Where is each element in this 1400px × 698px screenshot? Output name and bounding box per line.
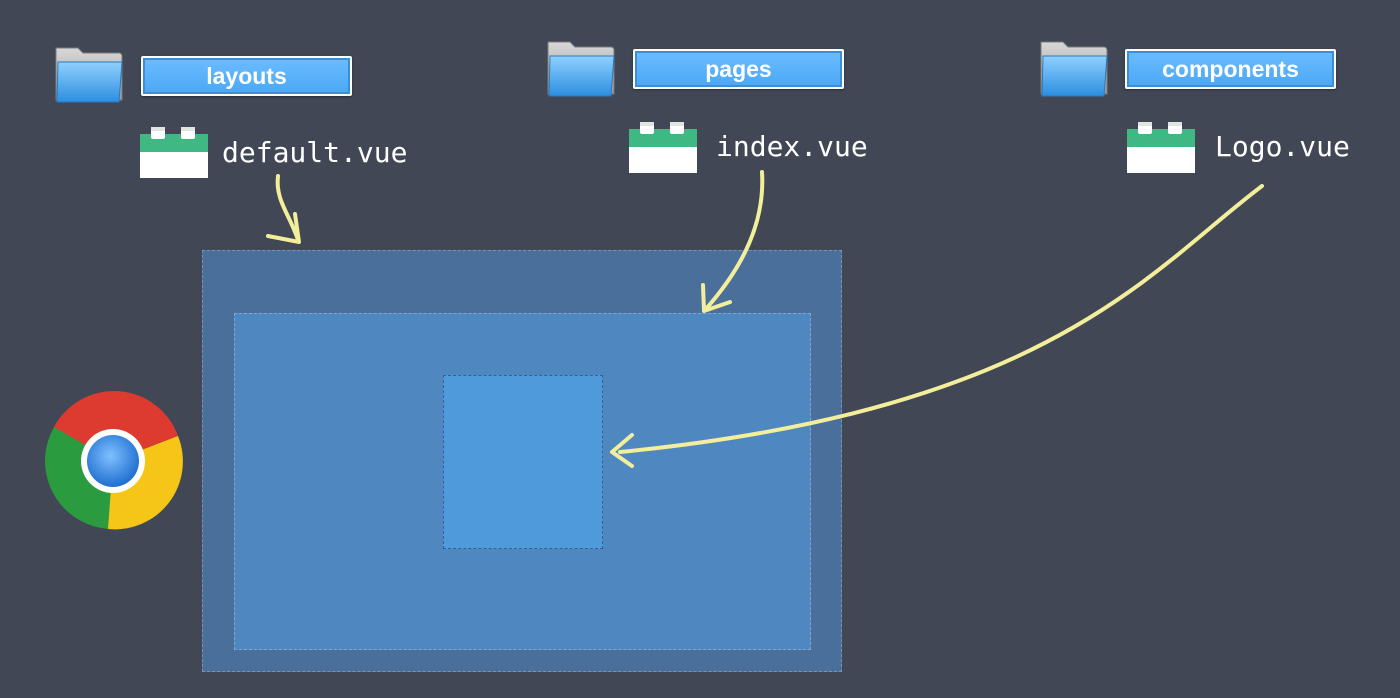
folder-label-pages: pages (633, 49, 844, 89)
vue-file-icon (1127, 122, 1195, 173)
arrow-layout-head (266, 212, 301, 244)
folder-icon (55, 47, 123, 103)
folder-icon (1040, 41, 1108, 97)
folder-label-components: components (1125, 49, 1336, 89)
file-label-index-vue: index.vue (716, 130, 868, 163)
file-label-default-vue: default.vue (222, 136, 408, 169)
vue-file-icon (629, 122, 697, 173)
vue-file-icon (140, 127, 208, 178)
folder-icon (547, 41, 615, 97)
chrome-icon (45, 390, 183, 530)
file-label-logo-vue: Logo.vue (1215, 130, 1350, 163)
folder-label-layouts: layouts (141, 56, 352, 96)
arrow-layout (275, 174, 300, 242)
component-region (443, 375, 603, 549)
